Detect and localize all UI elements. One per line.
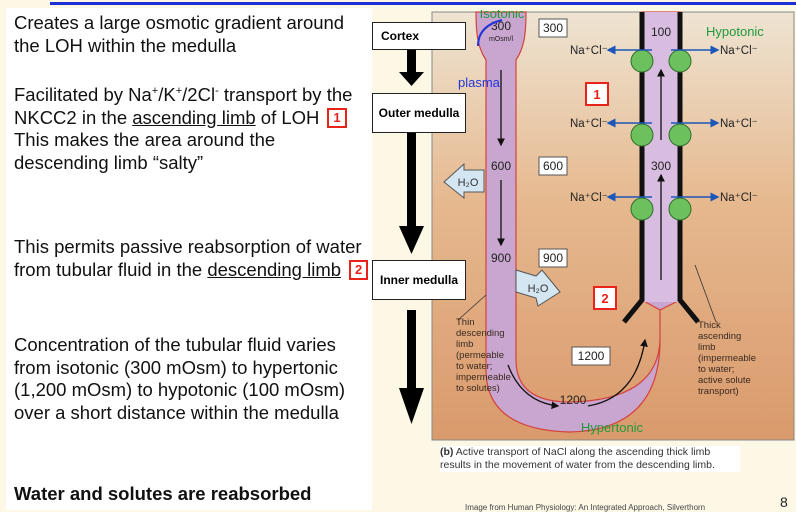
badge-2: 2: [349, 259, 369, 280]
svg-text:to solutes): to solutes): [456, 383, 500, 394]
svg-text:to water;: to water;: [456, 361, 492, 372]
svg-text:(impermeable: (impermeable: [698, 353, 756, 364]
svg-text:900: 900: [543, 251, 563, 265]
paragraph-nkcc2: Facilitated by Na+/K+/2Cl- transport by …: [14, 84, 353, 173]
bottom-value: 1200: [560, 393, 587, 407]
interstitial-box-1200: 1200: [571, 346, 611, 366]
paragraph-gradient: Creates a large osmotic gradient around …: [14, 12, 345, 56]
transporter-row-2: [606, 118, 720, 147]
text-panel: Creates a large osmotic gradient around …: [6, 8, 372, 510]
desc-value-900: 900: [491, 251, 511, 265]
svg-text:2: 2: [601, 291, 608, 306]
arrow-cortex-to-outer: [399, 48, 424, 86]
ascending-limb-wall-outer: [677, 12, 700, 324]
asc-value-300: 300: [651, 159, 671, 173]
handwritten-plasma-stroke: [477, 19, 503, 47]
arrow-inner-down: [399, 310, 424, 424]
svg-text:active solute: active solute: [698, 375, 751, 386]
ion-label-l3: Na⁺Cl⁻: [570, 192, 608, 204]
svg-text:Thick: Thick: [698, 320, 721, 331]
svg-text:Thin: Thin: [456, 317, 474, 328]
handwritten-plasma: plasma: [458, 75, 501, 90]
ascending-limb-wall-inner: [622, 12, 645, 324]
svg-text:300: 300: [543, 21, 563, 35]
desc-unit: mOsm/l: [489, 36, 514, 43]
image-source: Image from Human Physiology: An Integrat…: [465, 503, 706, 512]
handwritten-isotonic: Isotonic: [480, 10, 525, 21]
flow-arrow-bottom-2: [587, 338, 648, 407]
thin-descending-limb-label: Thin descending limb (permeable to water…: [456, 317, 511, 394]
flow-arrow-bottom-1: [507, 364, 560, 410]
svg-text:1200: 1200: [578, 349, 605, 363]
descending-limb-link: descending limb: [207, 258, 342, 280]
diagram-badge-2: 2: [593, 286, 617, 310]
paragraph-reabsorption: This permits passive reabsorption of wat…: [14, 236, 374, 281]
svg-text:to water;: to water;: [698, 364, 734, 375]
handwritten-hypertonic: Hypertonic: [581, 420, 644, 435]
interstitial-box-300: 300: [538, 18, 568, 38]
thick-ascending-limb-label: Thick ascending limb (impermeable to wat…: [698, 320, 756, 397]
ion-label-l1: Na⁺Cl⁻: [570, 45, 608, 57]
svg-text:H₂O: H₂O: [528, 283, 549, 295]
loop-of-henle-diagram: 300 mOsm/l 600 900 300 600 900 1200 1200…: [431, 10, 795, 441]
ion-label-r2: Na⁺Cl⁻: [720, 118, 758, 130]
svg-text:H₂O: H₂O: [458, 177, 479, 189]
ion-label-r3: Na⁺Cl⁻: [720, 192, 758, 204]
svg-text:transport): transport): [698, 386, 739, 397]
svg-text:limb: limb: [698, 342, 715, 353]
handwritten-hypotonic: Hypotonic: [706, 24, 764, 39]
svg-text:descending: descending: [456, 328, 505, 339]
zone-inner-medulla: Inner medulla: [372, 260, 466, 300]
zone-cortex: Cortex: [372, 22, 466, 50]
water-arrow-outer: H₂O: [443, 162, 485, 200]
asc-value-100: 100: [651, 25, 671, 39]
page-number: 8: [780, 494, 788, 510]
thin-limb-leader: [457, 294, 487, 321]
title-divider: [50, 2, 796, 5]
ascending-limb-link: ascending limb: [132, 106, 256, 128]
thick-limb-leader: [694, 264, 717, 323]
svg-text:ascending: ascending: [698, 331, 741, 342]
badge-1: 1: [327, 107, 347, 128]
interstitial-box-600: 600: [538, 156, 568, 176]
svg-text:1: 1: [593, 87, 600, 102]
svg-text:limb: limb: [456, 339, 473, 350]
figure-caption: (b) Active transport of NaCl along the a…: [440, 446, 740, 472]
water-arrow-inner: H₂O: [515, 269, 561, 307]
svg-text:600: 600: [543, 159, 563, 173]
svg-text:impermeable: impermeable: [456, 372, 511, 383]
ion-label-l2: Na⁺Cl⁻: [570, 118, 608, 130]
zone-outer-medulla: Outer medulla: [372, 93, 466, 133]
transporter-row-3: [606, 192, 720, 221]
arrow-outer-to-inner: [399, 132, 424, 254]
paragraph-concentration: Concentration of the tubular fluid varie…: [14, 334, 346, 423]
diagram-badge-1: 1: [585, 82, 609, 106]
depth-arrows: [399, 48, 424, 424]
paragraph-summary: Water and solutes are reabsorbed: [14, 483, 312, 504]
desc-value-600: 600: [491, 159, 511, 173]
svg-text:(permeable: (permeable: [456, 350, 504, 361]
ion-label-r1: Na⁺Cl⁻: [720, 45, 758, 57]
interstitial-box-900: 900: [538, 248, 568, 268]
transporter-row-1: [606, 45, 720, 73]
